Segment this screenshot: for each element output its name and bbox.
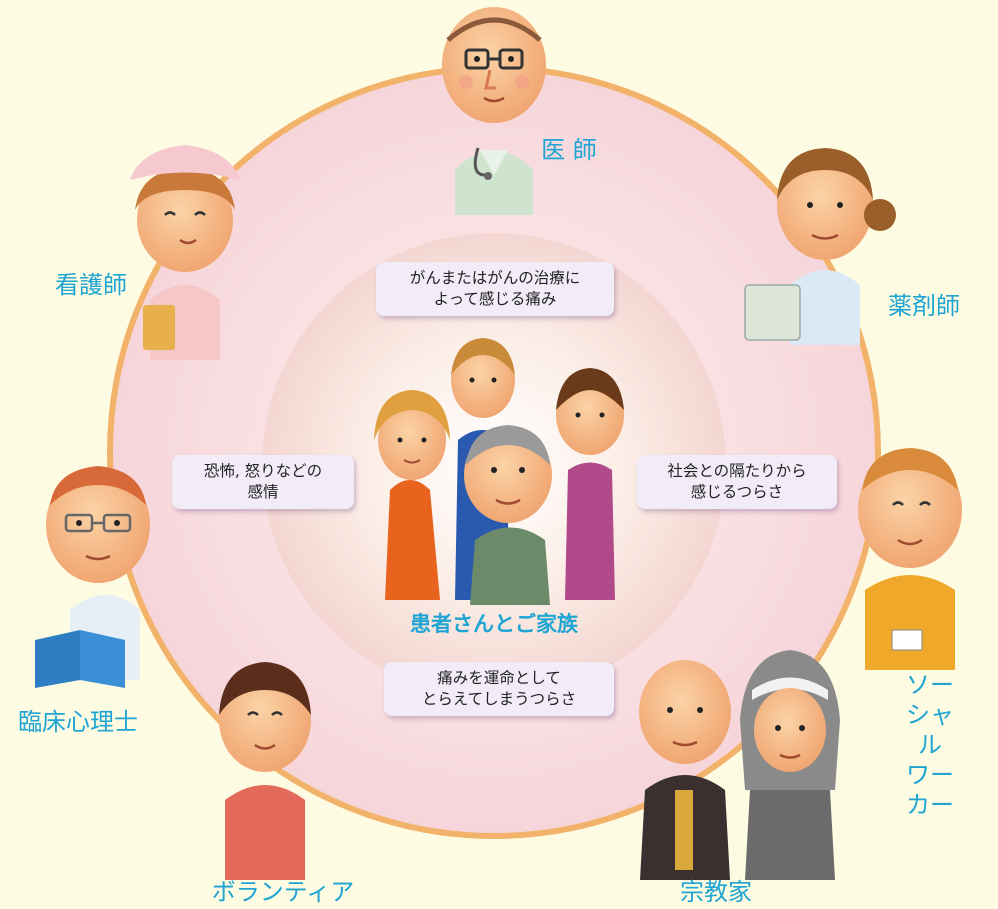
doctor-label: 医 師 xyxy=(541,136,597,164)
psychologist-label: 臨床心理士 xyxy=(18,708,138,736)
religious-label: 宗教家 xyxy=(680,878,752,906)
volunteer-illustration xyxy=(219,662,311,880)
pharmacist-label: 薬剤師 xyxy=(888,292,960,320)
family-illustration xyxy=(374,338,624,605)
doctor-illustration xyxy=(442,7,546,215)
nurse-label: 看護師 xyxy=(55,271,127,299)
psychologist-illustration xyxy=(35,466,150,688)
social-pain-bubble: 社会との隔たりから 感じるつらさ xyxy=(637,455,837,509)
pharmacist-illustration xyxy=(744,148,896,345)
psychological-pain-bubble: 恐怖, 怒りなどの 感情 xyxy=(172,455,354,509)
social-worker-label: ソーシャル ワーカー xyxy=(906,671,954,819)
patient-family-label: 患者さんとご家族 xyxy=(410,612,578,636)
social-worker-illustration xyxy=(858,448,962,670)
volunteer-label: ボランティア xyxy=(211,878,355,906)
nurse-illustration xyxy=(130,145,240,360)
physical-pain-bubble: がんまたはがんの治療に よって感じる痛み xyxy=(376,262,614,316)
religious-illustration xyxy=(639,650,840,880)
spiritual-pain-bubble: 痛みを運命として とらえてしまうつらさ xyxy=(384,662,614,716)
